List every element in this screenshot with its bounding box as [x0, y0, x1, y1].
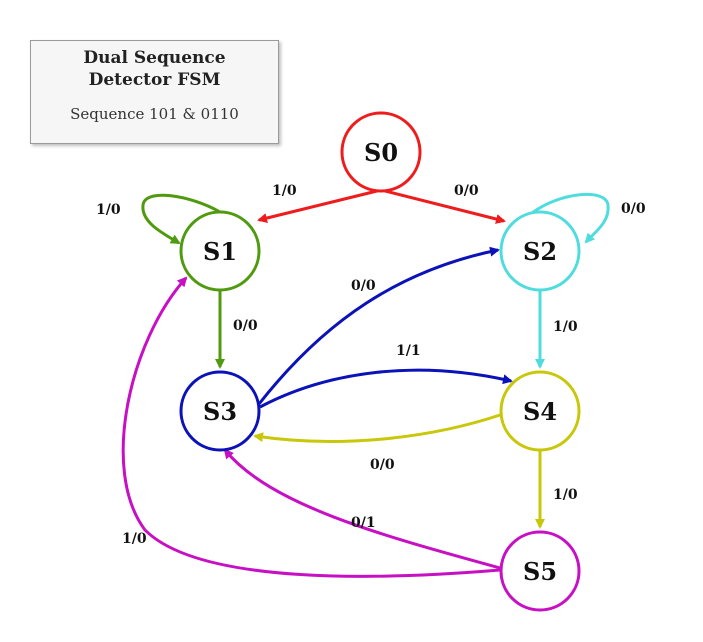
edge-s0-s2 [380, 188, 506, 224]
edge-s4-s3 [253, 413, 501, 443]
state-s3: S3 [179, 370, 261, 452]
edge-s3-s4 [259, 368, 513, 409]
label-s3-s2: 0/0 [351, 278, 376, 294]
label-s2-self: 0/0 [621, 201, 646, 217]
state-s5: S5 [499, 530, 581, 612]
label-s1-self: 1/0 [96, 202, 121, 218]
label-s4-s5: 1/0 [553, 487, 578, 503]
label-s4-s3: 0/0 [370, 457, 395, 473]
label-s5-s3: 0/1 [351, 515, 376, 531]
label-s0-s1: 1/0 [272, 183, 297, 199]
title-box: Dual Sequence Detector FSM Sequence 101 … [30, 40, 279, 144]
state-s5-label: S5 [523, 557, 557, 586]
edge-s5-s1 [121, 276, 501, 578]
label-s1-s3: 0/0 [233, 318, 258, 334]
edge-s2-self [531, 192, 610, 244]
label-s2-s4: 1/0 [553, 319, 578, 335]
state-s2-label: S2 [523, 237, 557, 266]
edge-s0-s1 [257, 188, 382, 223]
state-s4: S4 [499, 370, 581, 452]
state-s1: S1 [179, 210, 261, 292]
state-s4-label: S4 [523, 397, 557, 426]
state-s1-label: S1 [203, 237, 237, 266]
state-s0: S0 [340, 111, 422, 193]
edge-s1-self [141, 193, 221, 245]
edge-s3-s2 [257, 246, 500, 405]
title-line-1: Dual Sequence [83, 48, 226, 68]
state-s2: S2 [499, 210, 581, 292]
state-s0-label: S0 [364, 138, 398, 167]
edge-s5-s3 [223, 448, 501, 570]
state-s3-label: S3 [203, 397, 237, 426]
subtitle: Sequence 101 & 0110 [70, 105, 239, 123]
title: Dual Sequence Detector FSM [31, 47, 278, 91]
label-s3-s4: 1/1 [396, 343, 421, 359]
label-s0-s2: 0/0 [454, 183, 479, 199]
title-line-2: Detector FSM [88, 70, 221, 90]
label-s5-s1: 1/0 [122, 531, 147, 547]
